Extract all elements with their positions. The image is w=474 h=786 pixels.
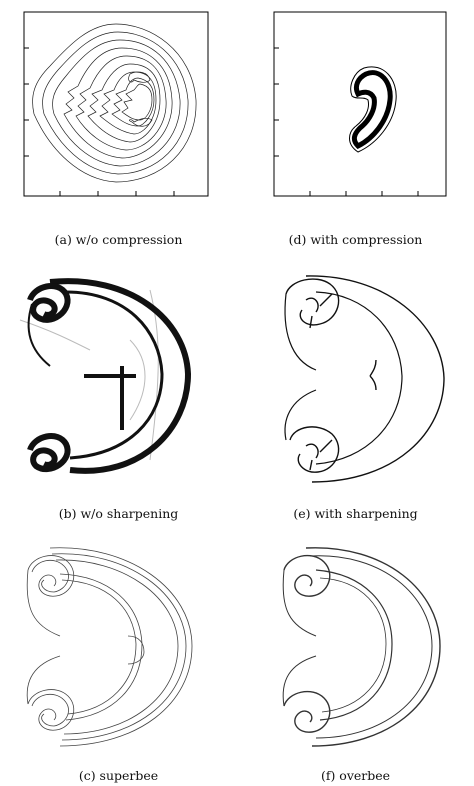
panel-f-bubble-image xyxy=(282,547,441,747)
panel-e-bubble xyxy=(284,275,445,483)
panel-d-frame xyxy=(273,11,447,197)
caption-b: (b) w/o sharpening xyxy=(58,506,179,521)
caption-a: (a) w/o compression xyxy=(54,232,183,247)
panel-b-bubble xyxy=(27,278,192,474)
panel-d-ticks xyxy=(274,47,419,196)
caption-e: (e) with sharpening xyxy=(293,506,418,521)
caption-f: (f) overbee xyxy=(320,768,391,783)
caption-d: (d) with compression xyxy=(288,232,423,247)
panel-c-bubble xyxy=(26,547,193,747)
caption-c: (c) superbee xyxy=(78,768,159,783)
panel-b-bubble-image xyxy=(19,278,192,474)
panel-d-contour-plot xyxy=(273,11,447,197)
panel-a-frame xyxy=(23,11,209,197)
panel-d-bubble xyxy=(349,66,397,153)
panel-e-bubble-image xyxy=(284,275,445,483)
panel-c-bubble-image xyxy=(26,547,193,747)
panel-a-ticks xyxy=(24,47,175,196)
panel-f-bubble xyxy=(282,547,441,747)
panel-a-contours xyxy=(32,23,197,183)
panel-a-contour-plot xyxy=(23,11,209,197)
